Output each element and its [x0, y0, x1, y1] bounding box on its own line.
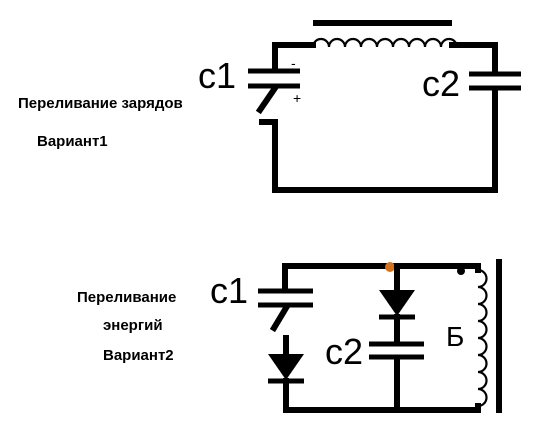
node-dot-orange — [385, 262, 395, 272]
battery-coil — [477, 268, 488, 408]
circuit-variant-1: с1 с2 - + Переливание зарядов Вариант1 — [18, 20, 521, 193]
caption-variant: Вариант1 — [37, 133, 108, 150]
battery-label: Б — [446, 321, 464, 352]
caption-title: Переливание зарядов — [18, 95, 183, 112]
circuit-variant-2: с1 с2 Б Переливание энергий Вариант2 — [77, 259, 502, 413]
node-dot-black — [457, 267, 465, 275]
c1-label: с1 — [198, 55, 236, 96]
switch-lever — [255, 83, 280, 115]
caption-line-1: Переливание — [77, 289, 176, 306]
polarity-plus: + — [293, 90, 301, 106]
diode-middle — [379, 290, 415, 316]
caption-line-2: энергий — [103, 317, 163, 334]
diode-left — [268, 354, 304, 380]
inductor-coil — [311, 37, 459, 48]
c2-label: с2 — [325, 331, 363, 372]
c2-label: с2 — [422, 63, 460, 104]
caption-variant: Вариант2 — [103, 347, 174, 364]
polarity-minus: - — [291, 55, 296, 71]
switch-lever — [269, 303, 291, 333]
c1-label: с1 — [210, 270, 248, 311]
